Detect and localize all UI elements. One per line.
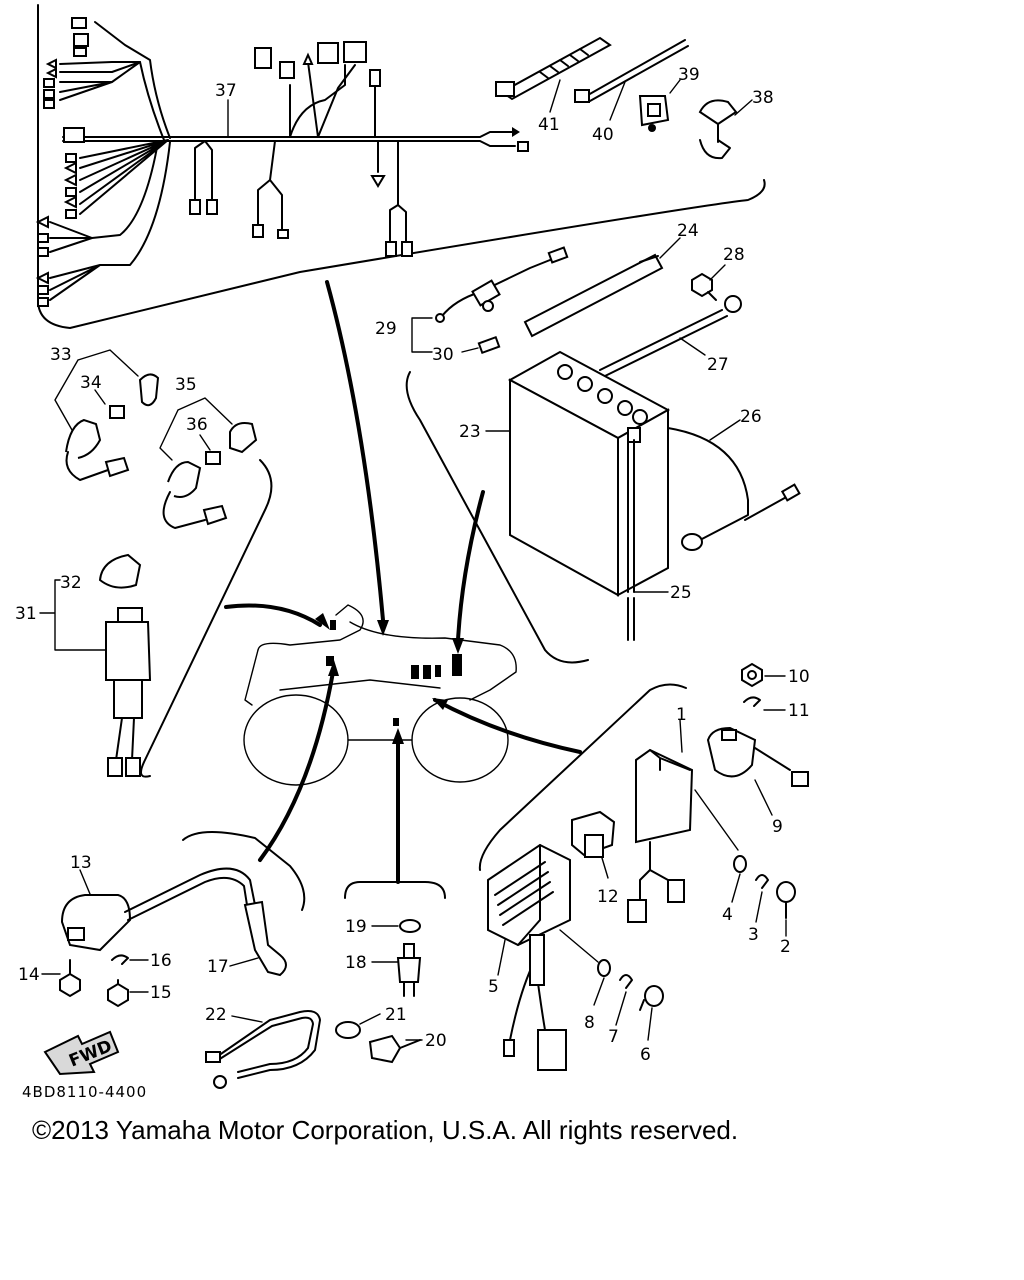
cap-35	[162, 422, 258, 529]
washer-11	[743, 696, 761, 707]
callout-25: 25	[670, 583, 692, 603]
leader-switch-to-vehicle	[224, 603, 322, 627]
callout-31: 31	[15, 604, 37, 624]
diagram-code: 4BD8110-4400	[22, 1083, 148, 1101]
leader-harness-to-vehicle	[325, 280, 385, 622]
callout-19: 19	[345, 917, 367, 937]
washer-7	[619, 974, 633, 989]
callout-17: 17	[207, 957, 229, 977]
callout-15: 15	[150, 983, 172, 1003]
callout-9: 9	[772, 817, 783, 837]
gasket-21	[335, 1021, 361, 1039]
callout-40: 40	[592, 125, 614, 145]
plug-group-outline	[344, 881, 446, 899]
cap-36	[205, 451, 221, 465]
callout-18: 18	[345, 953, 367, 973]
callout-7: 7	[608, 1027, 619, 1047]
clamp-39	[638, 95, 670, 132]
sensor-20	[368, 1034, 421, 1064]
bolt-14	[59, 959, 81, 998]
battery-23	[507, 350, 671, 597]
ignition-coil-13	[60, 867, 256, 952]
washer-3	[755, 874, 769, 889]
callout-21: 21	[385, 1005, 407, 1025]
spark-plug-18	[396, 943, 422, 997]
callout-16: 16	[150, 951, 172, 971]
regulator-group-outline	[478, 683, 687, 871]
bolt-28	[691, 272, 717, 301]
callout-3: 3	[748, 925, 759, 945]
copyright-notice: ©2013 Yamaha Motor Corporation, U.S.A. A…	[32, 1115, 739, 1145]
callout-38: 38	[752, 88, 774, 108]
callout-26: 26	[740, 407, 762, 427]
callout-22: 22	[205, 1005, 227, 1025]
leader-battery-to-vehicle	[456, 490, 485, 642]
callout-14: 14	[18, 965, 40, 985]
callout-4: 4	[722, 905, 733, 925]
washer-16	[111, 954, 129, 965]
callout-2: 2	[780, 937, 791, 957]
callout-8: 8	[584, 1013, 595, 1033]
cdi-unit-1	[627, 748, 694, 923]
washer-8	[597, 959, 611, 977]
callout-23: 23	[459, 422, 481, 442]
callout-29: 29	[375, 319, 397, 339]
electrical-parts-diagram: FWD 1 2 3 4 5 6 7 8 9 10 11 12 13 14 15 …	[15, 4, 810, 1089]
callout-39: 39	[678, 65, 700, 85]
callout-11: 11	[788, 701, 810, 721]
callout-24: 24	[677, 221, 699, 241]
callout-34: 34	[80, 373, 102, 393]
callout-28: 28	[723, 245, 745, 265]
leader-coil-to-vehicle	[258, 670, 335, 862]
nut-10	[741, 662, 763, 688]
bolt-15	[107, 979, 129, 1008]
callout-20: 20	[425, 1031, 447, 1051]
switch-group-outline	[140, 459, 273, 778]
band-41	[495, 36, 612, 101]
callout-32: 32	[60, 573, 82, 593]
relay-12	[571, 810, 616, 858]
starter-relay-9	[706, 726, 809, 787]
callout-12: 12	[597, 887, 619, 907]
callout-37: 37	[215, 81, 237, 101]
vehicle-silhouette	[243, 604, 517, 786]
battery-band-24	[523, 253, 664, 338]
wire-harness	[35, 17, 529, 307]
cable-26	[667, 427, 801, 551]
callout-5: 5	[488, 977, 499, 997]
callout-1: 1	[676, 705, 687, 725]
screw-6	[639, 985, 664, 1011]
main-switch-knob-32	[98, 553, 142, 589]
callout-33: 33	[50, 345, 72, 365]
relay-29	[435, 246, 569, 323]
callout-41: 41	[538, 115, 560, 135]
callout-30: 30	[432, 345, 454, 365]
callout-35: 35	[175, 375, 197, 395]
cap-33	[65, 373, 160, 481]
callout-36: 36	[186, 415, 208, 435]
washer-4	[733, 855, 747, 873]
coil-group-outline	[182, 830, 306, 911]
lead-22	[205, 1010, 321, 1089]
callout-27: 27	[707, 355, 729, 375]
rectifier-regulator-5	[487, 843, 571, 1071]
callout-13: 13	[70, 853, 92, 873]
cap-34	[109, 405, 125, 419]
plug-cap-17	[243, 900, 287, 977]
main-switch-31	[105, 607, 152, 777]
holder-38	[698, 99, 738, 160]
forward-arrow-icon: FWD	[43, 1030, 120, 1076]
leader-regulator-to-vehicle	[433, 698, 582, 754]
screw-2	[776, 881, 796, 919]
breather-hose-25	[627, 439, 635, 641]
harness-group-outline	[37, 4, 766, 329]
cable-27	[599, 295, 742, 377]
callout-10: 10	[788, 667, 810, 687]
tie-40	[574, 39, 689, 103]
battery-group-outline	[405, 371, 589, 664]
gasket-19	[399, 919, 421, 933]
fuse-30	[477, 335, 501, 355]
callout-6: 6	[640, 1045, 651, 1065]
